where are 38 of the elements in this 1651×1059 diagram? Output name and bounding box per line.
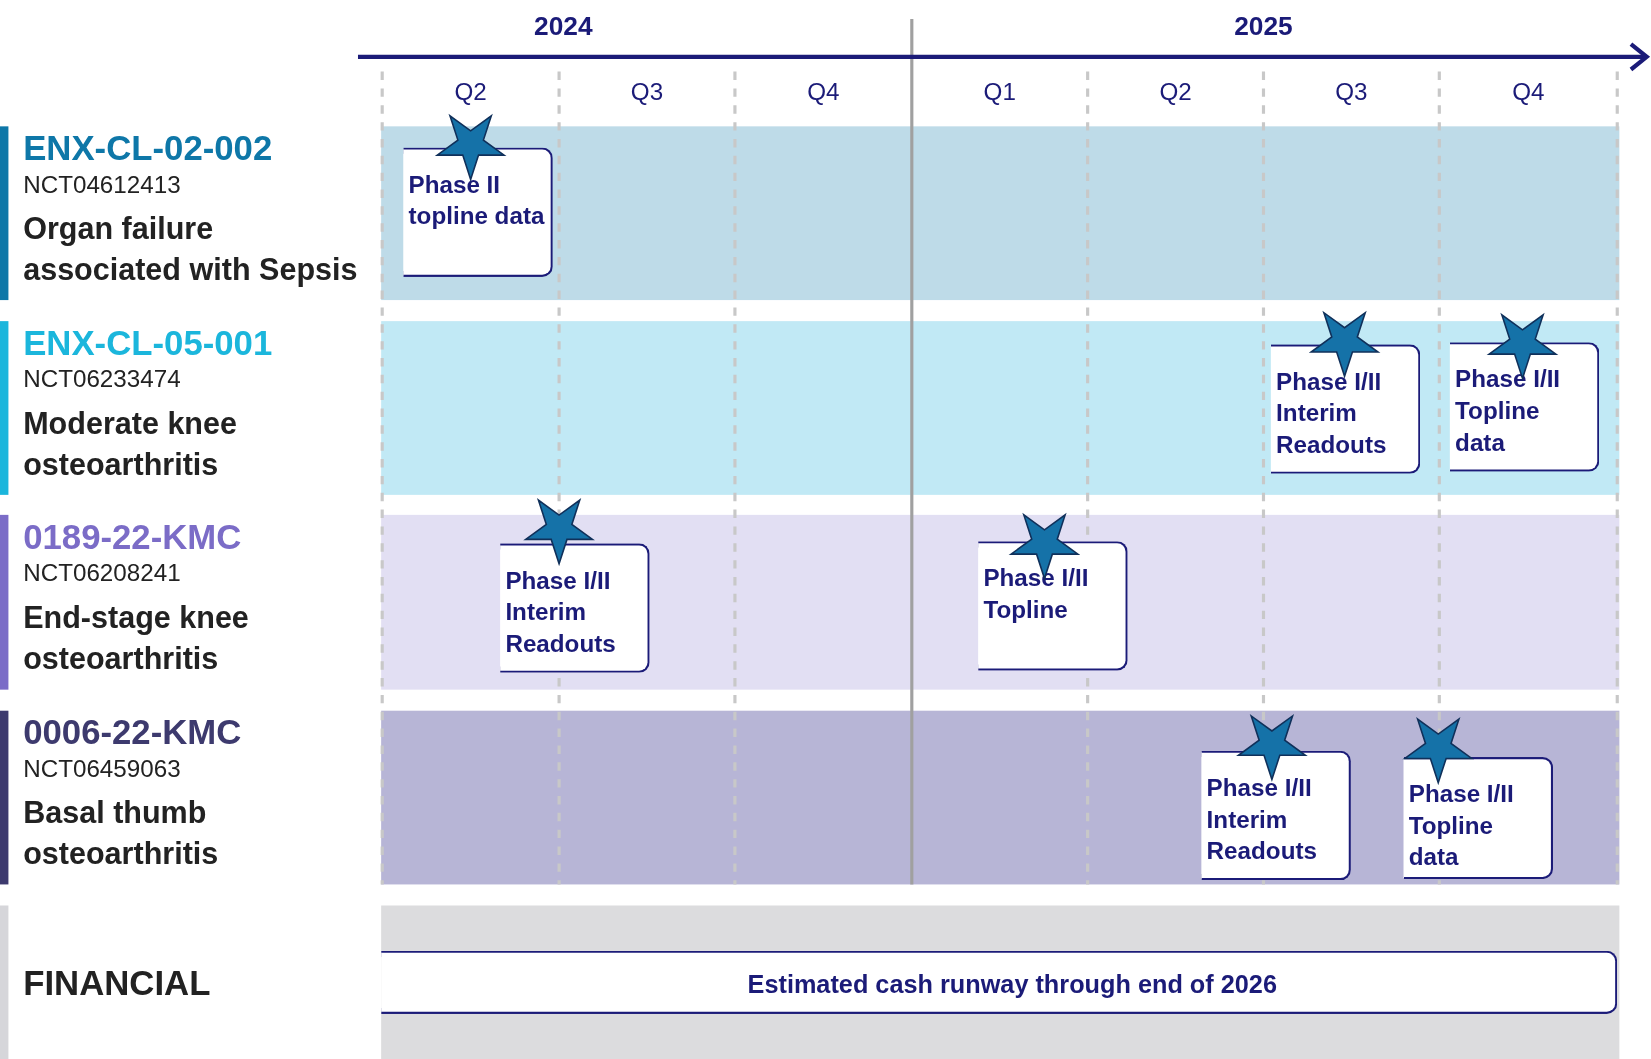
milestone-label: Phase I/II Topline data xyxy=(1455,364,1562,458)
registry-number: NCT06208241 xyxy=(23,558,182,589)
quarter-label: Q3 xyxy=(629,77,665,107)
registry-number: NCT04612413 xyxy=(23,169,182,200)
trial-code: 0189-22-KMC xyxy=(23,516,243,557)
quarter-label: Q3 xyxy=(1334,77,1369,107)
quarter-label: Q4 xyxy=(1511,77,1546,107)
indication-label: Organ failure associated with Sepsis xyxy=(23,210,358,289)
milestone-card xyxy=(978,541,1128,671)
registry-number: NCT06233474 xyxy=(23,364,182,395)
registry-number: NCT06459063 xyxy=(23,753,182,785)
milestone-label: Phase I/II Interim Readouts xyxy=(505,565,617,659)
milestone-card xyxy=(500,543,650,673)
year-label: 2025 xyxy=(1233,10,1294,42)
milestone-label: Phase I/II Topline xyxy=(983,563,1090,626)
runway-bar xyxy=(381,950,1618,1014)
quarter-label: Q2 xyxy=(453,77,488,107)
year-label: 2024 xyxy=(533,10,594,42)
quarter-label: Q1 xyxy=(982,77,1017,107)
indication-label: Moderate knee osteoarthritis xyxy=(23,405,238,484)
quarter-label: Q2 xyxy=(1158,77,1193,107)
milestone-card xyxy=(1270,344,1421,474)
milestone-card xyxy=(1201,750,1351,881)
milestone-card xyxy=(403,147,553,277)
milestone-card xyxy=(1403,757,1554,880)
trial-code: ENX-CL-02-002 xyxy=(23,128,274,169)
trial-code: ENX-CL-05-001 xyxy=(23,323,274,364)
section-label: FINANCIAL xyxy=(23,961,211,1003)
runway-label: Estimated cash runway through end of 2026 xyxy=(747,968,1278,1001)
quarter-label: Q4 xyxy=(806,77,841,107)
milestone-label: Phase I/II Topline data xyxy=(1408,779,1515,873)
milestone-card xyxy=(1449,342,1600,472)
indication-label: Basal thumb osteoarthritis xyxy=(23,795,220,873)
trial-code: 0006-22-KMC xyxy=(23,712,243,753)
indication-label: End-stage knee osteoarthritis xyxy=(23,599,250,677)
milestone-label: Phase I/II Interim Readouts xyxy=(1206,772,1318,867)
milestone-label: Phase II topline data xyxy=(408,169,546,232)
milestone-label: Phase I/II Interim Readouts xyxy=(1276,366,1388,460)
